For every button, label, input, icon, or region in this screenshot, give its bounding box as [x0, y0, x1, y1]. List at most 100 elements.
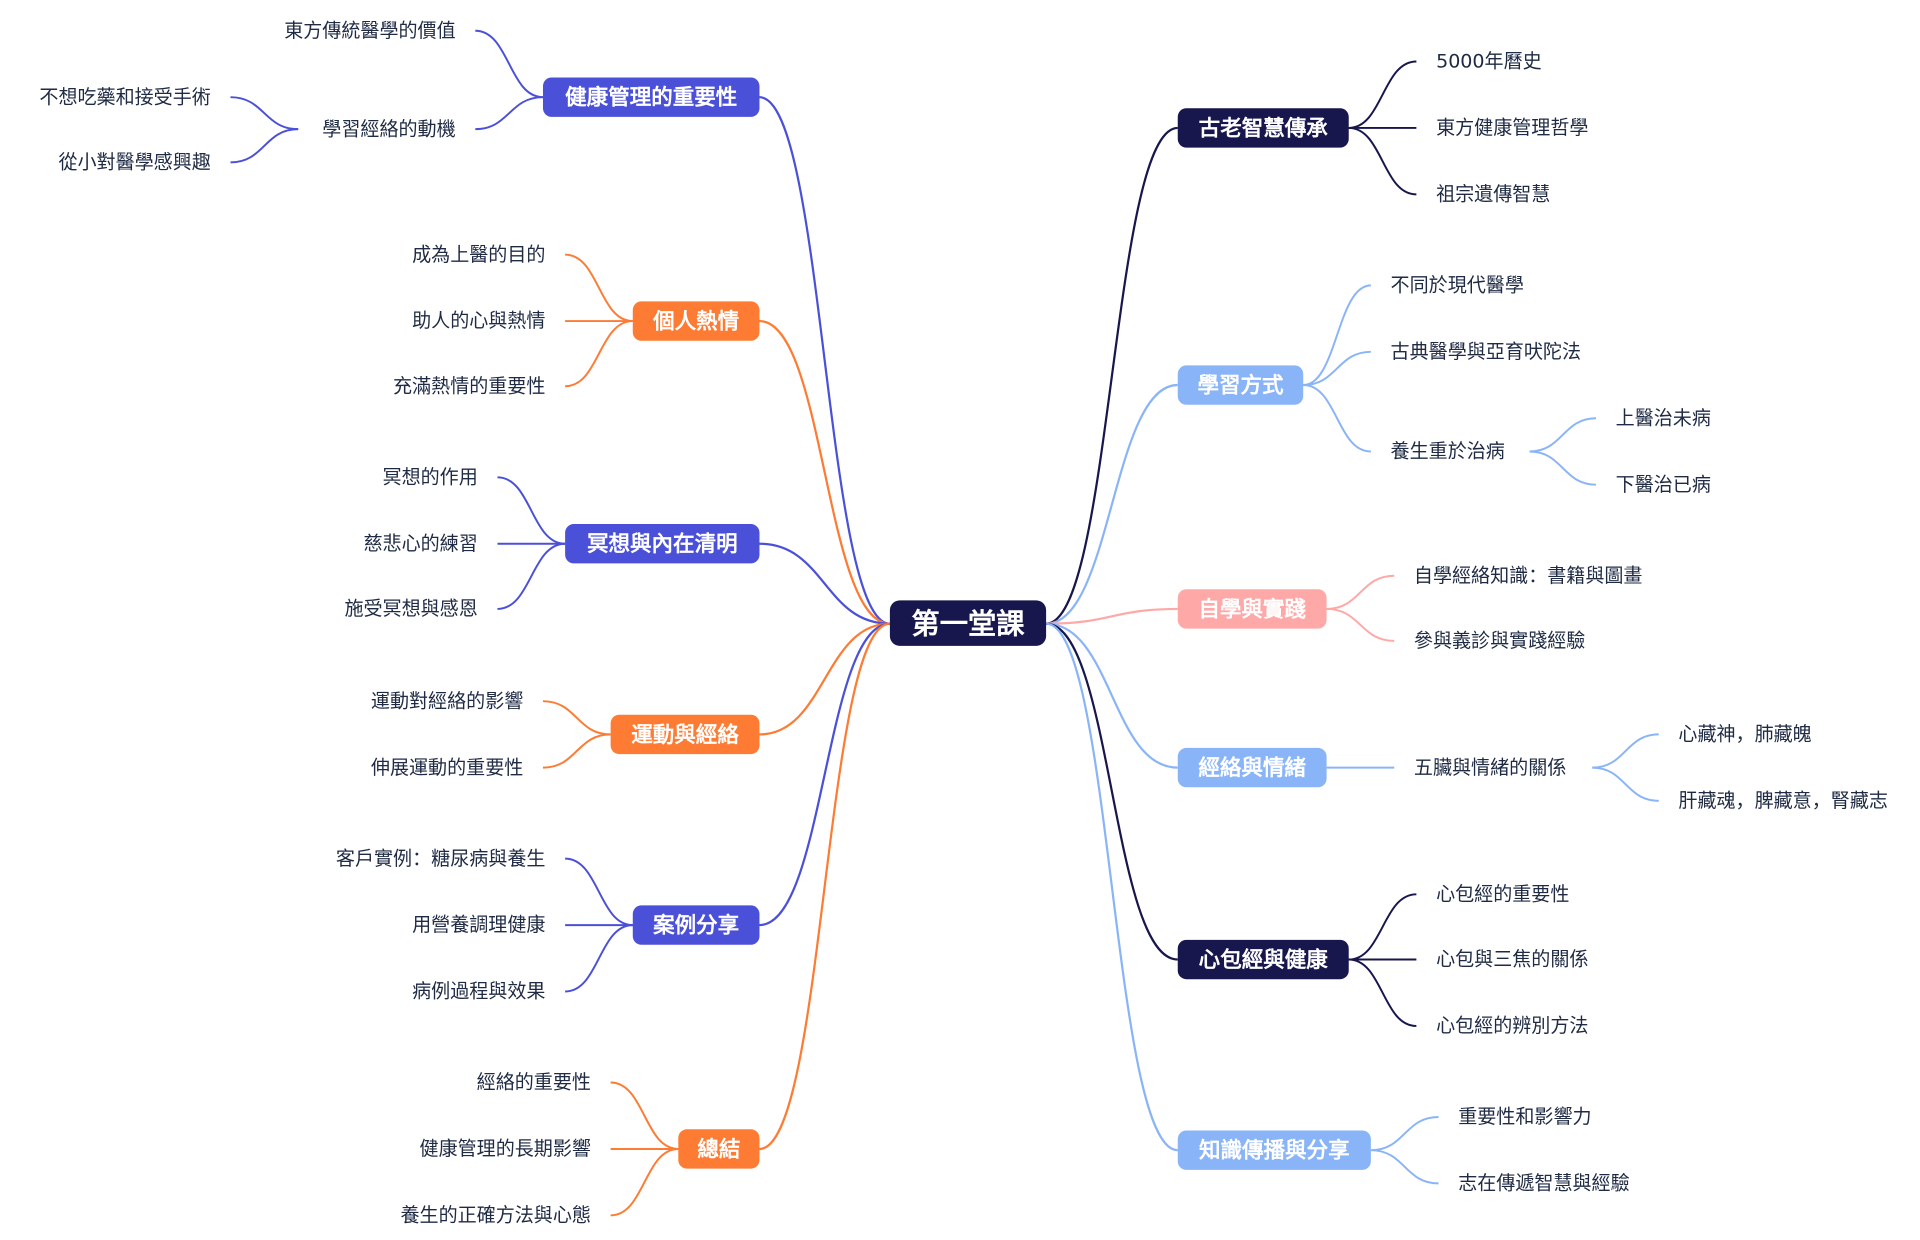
connector-line — [759, 622, 890, 736]
connector-line — [1348, 126, 1417, 196]
connector-line — [475, 96, 543, 131]
topic-box — [678, 1129, 760, 1169]
topic-label: 總結 — [697, 1136, 740, 1162]
branch-topic-left[interactable]: 運動與經絡 — [610, 714, 760, 755]
connector-line — [565, 857, 633, 927]
branch-topic-right[interactable]: 自學與實踐 — [1177, 589, 1327, 629]
connector-line — [1046, 622, 1178, 769]
leaf-topic[interactable]: 參與義診與實踐經驗 — [1414, 630, 1585, 652]
connector-line — [1348, 60, 1417, 129]
connector-line — [475, 29, 544, 99]
branch-topic-right[interactable]: 心包經與健康 — [1177, 939, 1349, 980]
branch-topic-left[interactable]: 案例分享 — [632, 905, 760, 945]
leaf-topic[interactable]: 心包經的重要性 — [1436, 883, 1569, 905]
leaf-topic[interactable]: 學習經絡的動機 — [322, 118, 455, 140]
leaf-topic[interactable]: 自學經絡知識：書籍與圖畫 — [1414, 565, 1643, 587]
topic-label: 經絡與情緒 — [1198, 755, 1306, 781]
leaf-topic[interactable]: 充滿熱情的重要性 — [393, 375, 545, 397]
branch-topic-right[interactable]: 經絡與情緒 — [1177, 747, 1327, 788]
connector-line — [610, 1081, 679, 1150]
topic-box — [632, 301, 760, 341]
leaf-topic[interactable]: 東方傳統醫學的價值 — [284, 20, 455, 42]
sub-leaf-topic[interactable]: 上醫治未病 — [1616, 407, 1711, 429]
topic-box — [1177, 1130, 1371, 1170]
central-label: 第一堂課 — [911, 608, 1025, 641]
leaf-topic[interactable]: 冥想的作用 — [383, 466, 478, 488]
connector-line — [1592, 733, 1659, 769]
leaf-topic[interactable]: 慈悲心的練習 — [363, 533, 477, 555]
topic-box — [1177, 589, 1327, 629]
connector-line — [565, 924, 633, 993]
leaf-topic[interactable]: 病例過程與效果 — [412, 981, 545, 1003]
leaf-topic[interactable]: 客戶實例：糖尿病與養生 — [336, 848, 546, 870]
connector-line — [230, 96, 299, 131]
connector-line — [542, 700, 611, 736]
topic-label: 個人熱情 — [652, 308, 740, 334]
central-topic[interactable]: 第一堂課 — [889, 600, 1047, 646]
leaf-topic[interactable]: 重要性和影響力 — [1458, 1106, 1591, 1128]
leaf-topic[interactable]: 五臟與情緒的關係 — [1414, 757, 1566, 779]
leaf-topic[interactable]: 助人的心與熱情 — [412, 310, 545, 332]
leaf-topic[interactable]: 養生的正確方法與心態 — [400, 1205, 590, 1227]
topic-label: 學習方式 — [1197, 372, 1284, 398]
topic-label: 運動與經絡 — [631, 722, 739, 748]
connector-line — [1370, 1149, 1439, 1185]
topic-label: 古老智慧傳承 — [1199, 115, 1329, 141]
leaf-topic[interactable]: 心包與三焦的關係 — [1436, 949, 1588, 971]
topic-box — [1177, 108, 1349, 148]
topic-label: 知識傳播與分享 — [1199, 1138, 1350, 1164]
connector-line — [1046, 607, 1178, 625]
connector-line — [1046, 383, 1178, 625]
branch-topic-left[interactable]: 健康管理的重要性 — [542, 77, 760, 117]
leaf-topic[interactable]: 祖宗遺傳智慧 — [1436, 184, 1550, 206]
topic-box — [542, 77, 760, 117]
leaf-topic[interactable]: 5000年曆史 — [1436, 51, 1542, 73]
branch-topic-right[interactable]: 知識傳播與分享 — [1177, 1130, 1371, 1170]
leaf-topic[interactable]: 成為上醫的目的 — [412, 244, 545, 266]
connector-line — [759, 542, 890, 625]
connector-line — [1529, 450, 1596, 486]
sub-leaf-topic[interactable]: 心藏神，肺藏魄 — [1678, 724, 1811, 746]
leaf-topic[interactable]: 古典醫學與亞育吠陀法 — [1391, 341, 1581, 363]
leaf-topic[interactable]: 伸展運動的重要性 — [371, 757, 523, 779]
branch-topic-left[interactable]: 總結 — [678, 1129, 760, 1169]
topic-label: 心包經與健康 — [1199, 947, 1329, 973]
leaf-topic[interactable]: 用營養調理健康 — [412, 914, 545, 936]
branch-topic-right[interactable]: 古老智慧傳承 — [1177, 108, 1349, 148]
connector-line — [565, 253, 633, 323]
leaf-topic[interactable]: 心包經的辨別方法 — [1436, 1015, 1588, 1037]
connector-line — [542, 733, 611, 769]
connector-line — [1303, 284, 1371, 387]
leaf-topic[interactable]: 經絡的重要性 — [477, 1072, 591, 1094]
topic-label: 冥想與內在清明 — [587, 531, 738, 557]
connector-line — [1303, 384, 1371, 453]
connector-line — [497, 476, 566, 545]
sub-leaf-topic[interactable]: 肝藏魂，脾藏意，腎藏志 — [1678, 790, 1888, 812]
leaf-topic[interactable]: 養生重於治病 — [1391, 441, 1505, 463]
topic-label: 案例分享 — [652, 912, 739, 938]
connector-line — [1529, 417, 1596, 453]
sub-leaf-topic[interactable]: 下醫治已病 — [1616, 474, 1711, 496]
leaf-topic[interactable]: 不同於現代醫學 — [1391, 275, 1524, 297]
leaf-topic[interactable]: 志在傳遞智慧與經驗 — [1458, 1173, 1629, 1195]
leaf-topic[interactable]: 運動對經絡的影響 — [371, 690, 523, 712]
connector-line — [759, 622, 890, 927]
branch-topic-left[interactable]: 個人熱情 — [632, 301, 760, 341]
connector-line — [230, 128, 299, 164]
connector-line — [759, 319, 890, 625]
connector-line — [565, 320, 633, 388]
sub-leaf-topic[interactable]: 不想吃藥和接受手術 — [39, 86, 210, 108]
sub-leaf-topic[interactable]: 從小對醫學感興趣 — [58, 152, 210, 174]
topic-box — [1177, 939, 1349, 980]
connector-line — [1348, 958, 1417, 1027]
branch-topic-right[interactable]: 學習方式 — [1177, 365, 1304, 405]
connector-line — [497, 542, 566, 610]
branch-topic-left[interactable]: 冥想與內在清明 — [565, 524, 760, 564]
topic-box — [565, 524, 760, 564]
leaf-topic[interactable]: 東方健康管理哲學 — [1436, 117, 1588, 139]
leaf-topic[interactable]: 施受冥想與感恩 — [344, 598, 477, 620]
leaf-topic[interactable]: 健康管理的長期影響 — [420, 1138, 591, 1160]
connector-line — [1326, 607, 1395, 642]
topic-box — [1177, 747, 1327, 788]
